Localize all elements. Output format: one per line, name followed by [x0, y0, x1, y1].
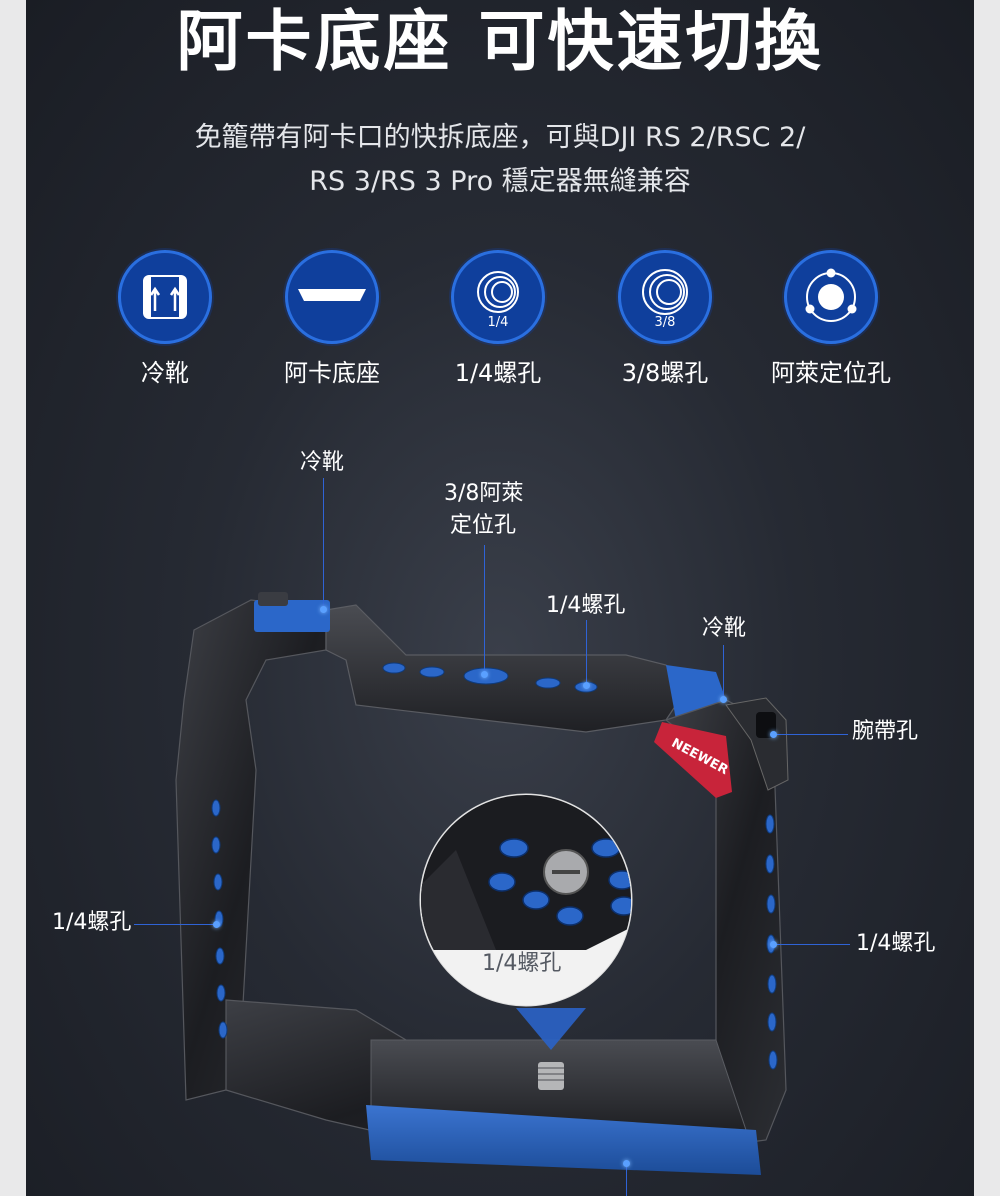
zoom-detail — [419, 793, 633, 1007]
callout-line — [323, 478, 324, 608]
callout-line — [484, 545, 485, 673]
feature-arri-hole: 阿萊定位孔 — [746, 250, 916, 388]
subtitle-line-1: 免籠帶有阿卡口的快拆底座，可與DJI RS 2/RSC 2/ — [194, 122, 806, 153]
feature-cold-shoe: 冷靴 — [80, 250, 250, 388]
callout-line — [586, 620, 587, 684]
callout-arri-hole-line2: 定位孔 — [450, 513, 517, 538]
callout-line — [626, 1164, 627, 1196]
callout-dot — [583, 682, 590, 689]
callout-cold-shoe-right: 冷靴 — [702, 616, 747, 641]
camera-cage-illustration: NEEWER — [175, 592, 789, 1175]
hole-size-badge: 3/8 — [655, 315, 676, 330]
headline: 阿卡底座 可快速切換 — [176, 3, 824, 80]
callout-line — [774, 944, 850, 945]
cold-shoe-icon — [118, 250, 212, 344]
hole-size-badge: 1/4 — [488, 315, 509, 330]
callout-wrist-strap: 腕帶孔 — [852, 719, 919, 744]
three-eighths-hole-icon: 3/8 — [618, 250, 712, 344]
callout-quarter-right: 1/4螺孔 — [856, 931, 936, 956]
callout-quarter-top: 1/4螺孔 — [546, 593, 626, 618]
feature-label: 3/8螺孔 — [621, 359, 709, 387]
arca-base-icon — [285, 250, 379, 344]
callout-quarter-zoom: 1/4螺孔 — [482, 951, 562, 976]
feature-label: 阿萊定位孔 — [771, 359, 891, 387]
feature-label: 阿卡底座 — [284, 359, 380, 387]
callout-arri-hole-line1: 3/8阿萊 — [444, 481, 524, 506]
callout-line — [134, 924, 216, 925]
callout-cold-shoe-left: 冷靴 — [300, 450, 345, 475]
hero-panel: 阿卡底座 可快速切換 免籠帶有阿卡口的快拆底座，可與DJI RS 2/RSC 2… — [26, 0, 974, 1196]
feature-quarter-hole: 1/4 1/4螺孔 — [413, 250, 583, 388]
callout-dot — [481, 671, 488, 678]
callout-dot — [770, 941, 777, 948]
callout-dot — [213, 921, 220, 928]
feature-label: 冷靴 — [141, 359, 189, 387]
quarter-inch-hole-icon: 1/4 — [451, 250, 545, 344]
feature-label: 1/4螺孔 — [454, 359, 542, 387]
feature-arca-base: 阿卡底座 — [247, 250, 417, 388]
callout-dot — [720, 696, 727, 703]
callout-dot — [623, 1160, 630, 1167]
subtitle-line-2: RS 3/RS 3 Pro 穩定器無縫兼容 — [309, 166, 691, 197]
arri-locating-hole-icon — [784, 250, 878, 344]
callout-dot — [770, 731, 777, 738]
feature-three-eighths-hole: 3/8 3/8螺孔 — [580, 250, 750, 388]
callout-line — [723, 645, 724, 697]
callout-dot — [320, 606, 327, 613]
callout-line — [774, 734, 848, 735]
callout-quarter-left: 1/4螺孔 — [52, 910, 132, 935]
